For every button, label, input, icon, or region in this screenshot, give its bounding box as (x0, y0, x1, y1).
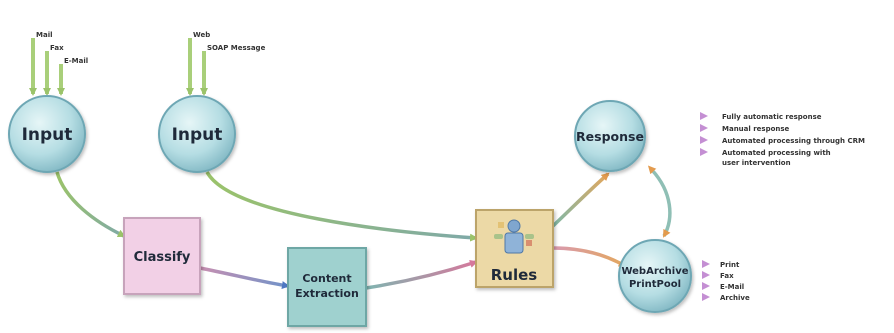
connector-response-webarchive-bidirectional (647, 165, 672, 238)
webarchive-output-label: E-Mail (720, 283, 744, 291)
connector-rules-to-webarchive (552, 246, 627, 268)
content-extraction-label-line2: Extraction (295, 287, 359, 300)
response-output-label: Automated processing through CRM (722, 137, 865, 145)
webarchive-label-line2: PrintPool (629, 279, 681, 290)
response-node (574, 100, 646, 172)
connector-input-to-classify (55, 171, 126, 238)
webarchive-output-arrows (690, 260, 710, 301)
response-output-label: Fully automatic response (722, 113, 822, 121)
webarchive-label-line1: WebArchive (621, 266, 688, 277)
channel-label-web: Web (193, 31, 210, 39)
input-node-mid-label: Input (172, 125, 223, 145)
connector-input-to-rules (205, 171, 478, 242)
input-node-left-label: Input (22, 125, 73, 145)
webarchive-node (618, 239, 692, 313)
channel-label-soap: SOAP Message (207, 44, 266, 52)
classify-node (123, 217, 201, 295)
connector-classify-to-content (199, 266, 290, 290)
response-output-label: Manual response (722, 125, 790, 133)
robot-icon (494, 219, 534, 254)
input-node-left (8, 95, 86, 173)
classify-node-label: Classify (134, 250, 191, 265)
channel-label-fax: Fax (50, 44, 64, 52)
channel-label-mail: Mail (36, 31, 53, 39)
input-mid-channel-arrows (186, 38, 208, 96)
content-extraction-label-line1: Content (302, 272, 351, 285)
response-output-label: user intervention (722, 159, 791, 167)
channel-label-email: E-Mail (64, 57, 88, 65)
webarchive-output-label: Print (720, 261, 740, 269)
connector-rules-to-response (551, 172, 610, 228)
response-output-arrows (640, 112, 708, 156)
content-extraction-node (287, 247, 367, 327)
connector-content-to-rules (365, 260, 478, 290)
rules-node-label: Rules (491, 266, 538, 284)
input-node-mid (158, 95, 236, 173)
input-left-channel-arrows (29, 38, 65, 96)
response-output-label: Automated processing with (722, 149, 831, 157)
webarchive-output-label: Fax (720, 272, 734, 280)
response-node-label: Response (576, 129, 644, 144)
webarchive-output-label: Archive (720, 294, 750, 302)
